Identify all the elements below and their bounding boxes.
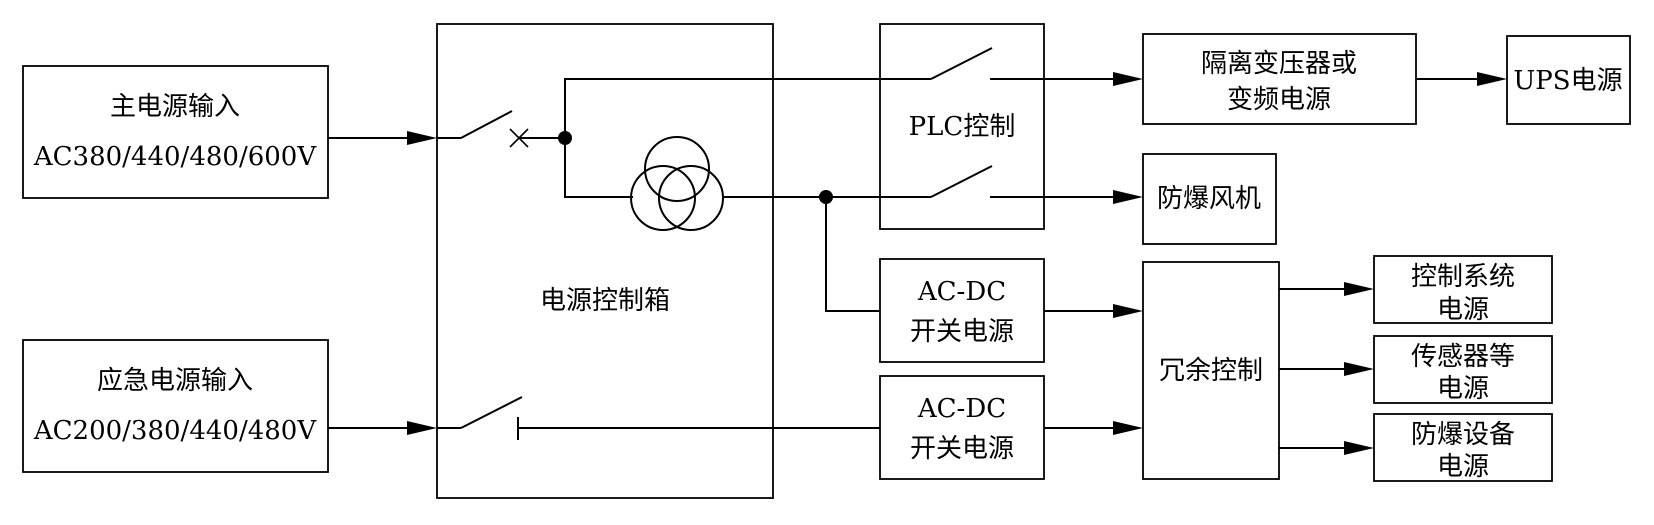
redundancy-output-line-2 — [1279, 362, 1374, 376]
output-3-line1: 防爆设备 — [1411, 420, 1515, 450]
emergency-input-title: 应急电源输入 — [97, 366, 253, 396]
output-1-line2: 电源 — [1437, 295, 1489, 325]
main-breaker-switch-icon — [437, 110, 565, 148]
acdc-switching-supply-bottom: AC-DC 开关电源 — [879, 375, 1045, 480]
main-input-wire — [328, 131, 437, 145]
main-power-input-box: 主电源输入 AC380/440/480/600V — [22, 65, 329, 199]
explosion-proof-fan-box: 防爆风机 — [1142, 153, 1277, 245]
ups-power-box: UPS电源 — [1506, 35, 1631, 125]
isolation-transformer-box: 隔离变压器或 变频电源 — [1142, 33, 1417, 125]
explosion-proof-device-power-box: 防爆设备 电源 — [1373, 413, 1553, 482]
acdc-switching-supply-top: AC-DC 开关电源 — [879, 258, 1045, 363]
output-3-line2: 电源 — [1437, 452, 1489, 482]
fan-line — [826, 165, 1143, 204]
sensor-power-box: 传感器等 电源 — [1373, 335, 1553, 404]
acdc-top-line2: 开关电源 — [910, 317, 1014, 347]
acdc-top-line1: AC-DC — [917, 277, 1006, 307]
redundancy-control-box: 冗余控制 — [1142, 261, 1280, 480]
redundancy-output-line-3 — [1279, 441, 1374, 455]
acdc-bottom-to-redundancy-line — [1044, 421, 1143, 435]
output-2-line2: 电源 — [1437, 374, 1489, 404]
isolation-to-ups-line — [1416, 72, 1507, 86]
plc-control-box: PLC控制 — [879, 23, 1045, 230]
acdc-top-input-line — [825, 197, 880, 312]
output-1-line1: 控制系统 — [1411, 262, 1515, 292]
main-input-title: 主电源输入 — [110, 92, 240, 122]
main-input-voltage: AC380/440/480/600V — [33, 142, 317, 172]
plc-upper-line — [564, 47, 1143, 138]
isolation-line1: 隔离变压器或 — [1201, 49, 1357, 79]
ups-label: UPS电源 — [1513, 66, 1622, 96]
power-control-box: 电源控制箱 — [436, 23, 774, 499]
transformer-input-line — [564, 138, 633, 198]
output-2-line1: 传感器等 — [1411, 342, 1515, 372]
redundancy-label: 冗余控制 — [1159, 356, 1263, 386]
plc-control-label: PLC控制 — [909, 112, 1016, 142]
acdc-top-to-redundancy-line — [1044, 304, 1143, 318]
power-control-box-label: 电源控制箱 — [540, 286, 670, 316]
emergency-input-voltage: AC200/380/440/480V — [33, 416, 317, 446]
acdc-bottom-line1: AC-DC — [917, 394, 1006, 424]
emergency-switch-icon — [437, 396, 880, 440]
emergency-power-input-box: 应急电源输入 AC200/380/440/480V — [22, 339, 329, 473]
emergency-input-wire — [328, 421, 437, 435]
isolation-line2: 变频电源 — [1227, 85, 1331, 115]
control-system-power-box: 控制系统 电源 — [1373, 255, 1553, 325]
fan-label: 防爆风机 — [1157, 184, 1261, 214]
redundancy-output-line-1 — [1279, 282, 1374, 296]
acdc-bottom-line2: 开关电源 — [910, 434, 1014, 464]
